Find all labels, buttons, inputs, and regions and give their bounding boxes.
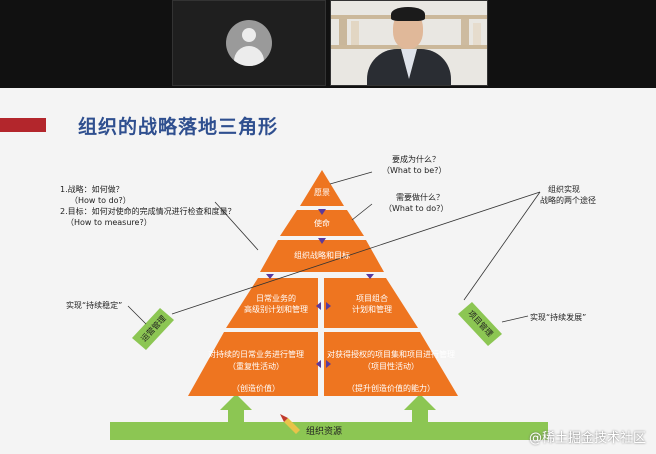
layer-mission (280, 210, 364, 236)
callout-development: 实现“持续发展” (530, 313, 587, 322)
video-strip (0, 0, 656, 88)
layer-vision (300, 170, 344, 206)
label-left-bottom-2: （重复性活动） (228, 362, 284, 371)
label-left-mid-2: 高级别计划和管理 (244, 305, 308, 314)
layer-goals (260, 240, 384, 272)
callout-what-to-do-2: （What to do?） (384, 204, 449, 213)
callout-what-to-be-1: 要成为什么？ (392, 155, 440, 164)
layer-right-mid (324, 278, 418, 328)
label-right-bottom-2: （项目性活动） (363, 362, 419, 371)
speaker-video-tile[interactable] (330, 0, 488, 86)
resources-label: 组织资源 (306, 427, 343, 437)
label-right-bottom-1: 对获得授权的项目集和项目进行管理 (327, 350, 455, 359)
title-accent-bar (0, 118, 46, 132)
arrow-right (404, 394, 436, 422)
avatar-icon (226, 20, 272, 66)
resource-bar (110, 422, 548, 440)
watermark: @稀土掘金技术社区 (528, 431, 646, 446)
callout-what-to-do-1: 需要做什么？ (396, 193, 444, 202)
arrow-left (220, 394, 252, 422)
label-left-bottom-3: （创造价值） (232, 384, 280, 393)
callout-strategy-3: 2.目标：如何对使命的完成情况进行检查和度量？ (60, 207, 236, 216)
label-right-bottom-3: （提升创造价值的能力） (347, 384, 435, 393)
label-mission: 使命 (314, 219, 330, 228)
layer-right-bottom (324, 332, 458, 396)
label-right-mid-2: 计划和管理 (352, 305, 392, 314)
banner-project (458, 302, 502, 346)
label-goals: 组织战略和目标 (294, 251, 350, 260)
pencil-icon (280, 414, 300, 434)
slide-title: 组织的战略落地三角形 (78, 116, 279, 138)
callout-stable: 实现“持续稳定” (66, 301, 123, 310)
callout-paths-2: 战略的两个途径 (540, 196, 596, 205)
label-left-bottom-1: 对持续的日常业务进行管理 (208, 350, 304, 359)
label-vision: 愿景 (314, 188, 330, 197)
banner-operations (132, 308, 174, 350)
callout-paths-1: 组织实现 (548, 185, 580, 194)
callout-strategy-4: （How to measure?） (66, 218, 152, 227)
presentation-slide: 组织的战略落地三角形 (0, 88, 656, 454)
participant-tile[interactable] (172, 0, 326, 86)
callout-what-to-be-2: （What to be?） (382, 166, 447, 175)
layer-left-bottom (188, 332, 318, 396)
layer-left-mid (226, 278, 318, 328)
label-left-mid-1: 日常业务的 (256, 294, 296, 303)
callout-strategy-1: 1.战略：如何做？ (60, 185, 124, 194)
callout-strategy-2: （How to do?） (70, 196, 131, 205)
label-right-mid-1: 项目组合 (356, 294, 388, 303)
pyramid-diagram (110, 170, 548, 440)
